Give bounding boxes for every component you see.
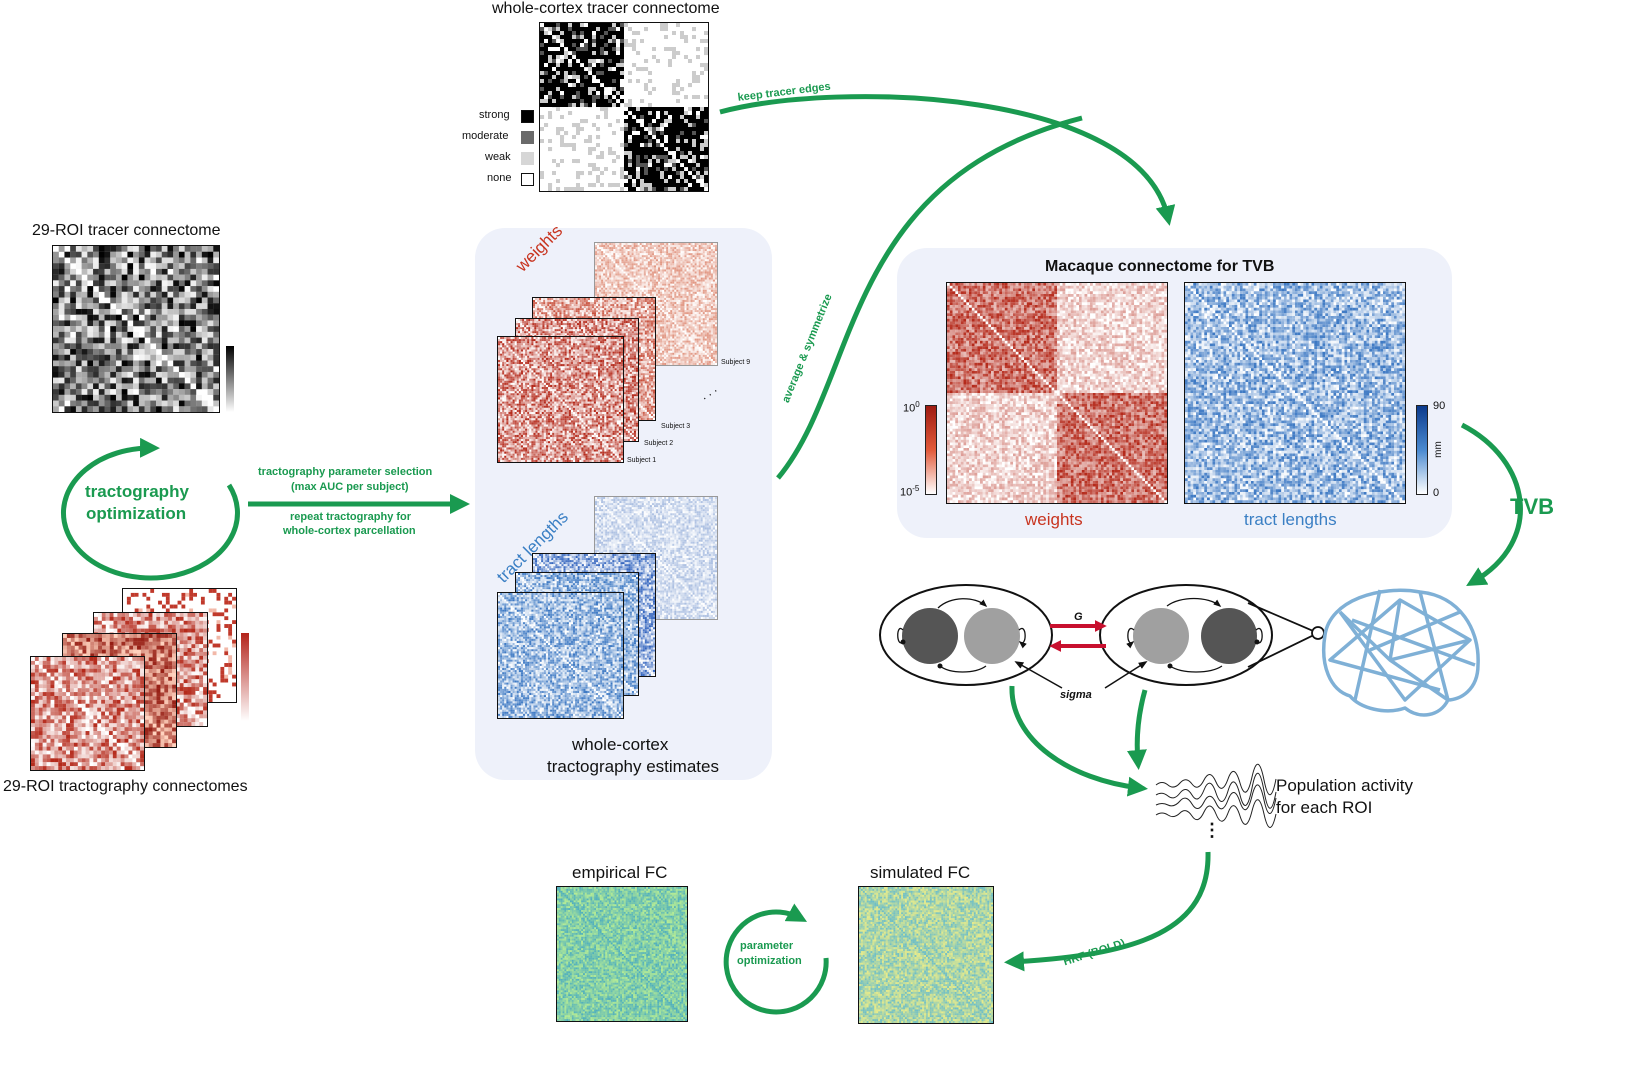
param-opt-text-1: parameter — [740, 940, 793, 952]
param-selection-label-2: (max AUC per subject) — [291, 481, 409, 493]
subject9-label: Subject 9 — [721, 359, 750, 366]
tracto-opt-text-2: optimization — [86, 504, 186, 524]
sigma-arrow-right — [1104, 661, 1148, 689]
left-model-ellipse — [879, 584, 1053, 686]
left-to-activity-arrow — [1009, 685, 1148, 797]
ji-left-label: Ji — [956, 664, 965, 676]
legend-moderate-swatch — [521, 131, 534, 144]
tracer-wc-matrix — [539, 22, 709, 192]
brain-network-icon — [1322, 588, 1480, 717]
tracto-29-matrix-1 — [30, 656, 145, 771]
subject1-label: Subject 1 — [627, 457, 656, 464]
param-opt-text-2: optimization — [737, 955, 802, 967]
right-model-ellipse — [1099, 584, 1273, 686]
legend-moderate-label: moderate — [462, 130, 508, 142]
legend-weak-label: weak — [485, 151, 511, 163]
subject3-label: Subject 3 — [661, 423, 690, 430]
tvb-weights-matrix — [946, 282, 1168, 504]
macaque-title: Macaque connectome for TVB — [1045, 258, 1274, 276]
tvb-arrow-label: TVB — [1510, 494, 1554, 520]
sigma-arrow-left — [1014, 661, 1063, 689]
wc-estimates-title-1: whole-cortex — [572, 735, 668, 755]
lengths-cbar-unit: mm — [1433, 441, 1444, 458]
lengths-cbar-bottom: 0 — [1433, 487, 1439, 499]
legend-none-swatch — [521, 173, 534, 186]
legend-strong-swatch — [521, 110, 534, 123]
keep-tracer-label: keep tracer edges — [737, 81, 831, 104]
ji-right-label: Ji — [1189, 664, 1198, 676]
avg-sym-label: average & symmetrize — [780, 292, 835, 404]
repeat-tracto-label-1: repeat tractography for — [290, 511, 411, 523]
activity-traces — [1155, 763, 1277, 828]
sigma-label: sigma — [1060, 689, 1092, 701]
simulated-fc-title: simulated FC — [870, 863, 970, 883]
simulated-fc-matrix — [858, 886, 994, 1024]
weights-subject1-matrix — [497, 336, 624, 463]
g-label: G — [1074, 611, 1083, 623]
repeat-tracto-label-2: whole-cortex parcellation — [283, 525, 416, 537]
tvb-lengths-label: tract lengths — [1244, 510, 1337, 530]
node-i-left-label: I — [924, 625, 929, 646]
right-to-activity-arrow — [1126, 689, 1148, 770]
weights-cbar-bottom: 10-5 — [900, 484, 919, 499]
wc-estimates-title-2: tractography estimates — [547, 757, 719, 777]
empirical-fc-title: empirical FC — [572, 863, 667, 883]
legend-none-label: none — [487, 172, 511, 184]
node-i-left — [902, 608, 958, 664]
population-title-1: Population activity — [1276, 776, 1413, 796]
tracer-29-colorbar — [226, 346, 234, 412]
tvb-weights-colorbar — [925, 405, 937, 495]
lengths-cbar-top: 90 — [1433, 400, 1445, 412]
lengths-subject1-matrix — [497, 592, 624, 719]
keep-tracer-arrow — [719, 94, 1176, 226]
empirical-fc-matrix — [556, 886, 688, 1022]
tracer-wc-title: whole-cortex tracer connectome — [492, 0, 720, 18]
node-e-left-label: E — [986, 625, 998, 646]
population-vdots: ⋮ — [1203, 820, 1221, 841]
tracto-29-title: 29-ROI tractography connectomes — [3, 778, 248, 796]
legend-weak-swatch — [521, 152, 534, 165]
tracto-opt-text-1: tractography — [85, 482, 189, 502]
tracer-29-matrix — [52, 245, 220, 413]
legend-strong-label: strong — [479, 109, 510, 121]
node-e-right-label: E — [1155, 625, 1167, 646]
param-selection-label-1: tractography parameter selection — [258, 466, 432, 478]
tvb-weights-label: weights — [1025, 510, 1083, 530]
tvb-lengths-colorbar — [1416, 405, 1428, 495]
node-i-right-label: I — [1225, 625, 1230, 646]
tracto-29-colorbar — [241, 633, 249, 721]
tvb-lengths-matrix — [1184, 282, 1406, 504]
population-title-2: for each ROI — [1276, 798, 1372, 818]
tracer-29-title: 29-ROI tracer connectome — [32, 222, 221, 240]
hrf-label: HRF (BOLD) — [1062, 937, 1127, 968]
weights-cbar-top: 100 — [903, 400, 920, 415]
subject2-label: Subject 2 — [644, 440, 673, 447]
